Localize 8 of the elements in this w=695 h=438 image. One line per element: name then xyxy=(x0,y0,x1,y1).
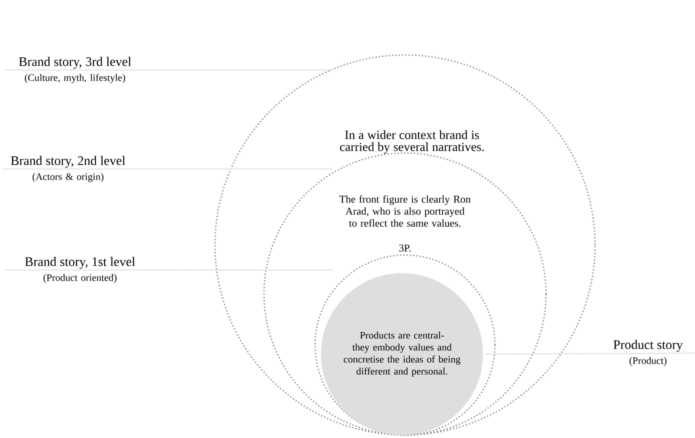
circle-text: 3P. xyxy=(399,244,411,252)
circle-text: In a wider context brand is carried by several narratives. xyxy=(340,130,484,154)
dotted-circle xyxy=(314,254,496,436)
side-label: Brand story, 2nd level (Actors & origin) xyxy=(10,156,126,182)
side-label: Brand story, 3rd level (Culture, myth, lifestyle) xyxy=(19,56,132,84)
circle-text: The front figure is clearly Ron Arad, who is also portrayed to reflect the same values. xyxy=(339,195,471,227)
side-label: Product story (Product) xyxy=(614,340,683,366)
side-label: Brand story, 1st level (Product oriented) xyxy=(25,256,136,284)
